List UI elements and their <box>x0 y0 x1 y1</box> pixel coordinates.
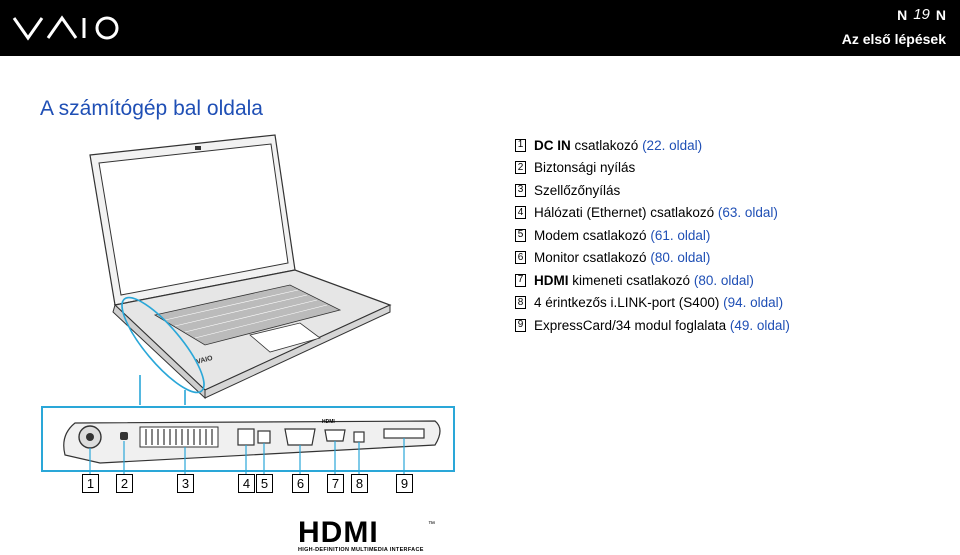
vaio-logo <box>12 15 119 41</box>
legend-item: 1 DC IN csatlakozó (22. oldal) <box>515 134 790 157</box>
legend-item: 8 4 érintkezős i.LINK-port (S400) (94. ol… <box>515 292 790 315</box>
svg-text:HDMI: HDMI <box>298 518 379 546</box>
legend-page-link[interactable]: (80. oldal) <box>650 250 711 266</box>
modem-port <box>257 430 271 444</box>
hdmi-logo: HDMI ™ <box>298 518 435 546</box>
arrow-left-icon[interactable]: N <box>897 6 908 23</box>
hdmi-port-label: HDMI <box>322 419 335 425</box>
legend-label: csatlakozó <box>570 137 639 153</box>
monitor-port <box>284 428 316 446</box>
legend-label: Modem csatlakozó <box>534 227 647 243</box>
callout-6: 6 <box>292 474 309 493</box>
callout-7: 7 <box>327 474 344 493</box>
legend-page-link[interactable]: (63. oldal) <box>717 205 778 221</box>
expresscard-slot <box>383 428 425 439</box>
hdmi-subtitle: HIGH-DEFINITION MULTIMEDIA INTERFACE <box>298 547 424 553</box>
legend-item: 2 Biztonsági nyílás <box>515 157 790 180</box>
legend-item: 4 Hálózati (Ethernet) csatlakozó (63. old… <box>515 202 790 225</box>
legend-page-link[interactable]: (61. oldal) <box>650 227 711 243</box>
legend-item: 5 Modem csatlakozó (61. oldal) <box>515 224 790 247</box>
page-title: A számítógép bal oldala <box>40 97 263 120</box>
ethernet-port <box>237 428 255 446</box>
legend-number: 1 <box>515 138 526 152</box>
legend-bold-label: HDMI <box>534 272 569 288</box>
callout-1: 1 <box>82 474 99 493</box>
callout-5: 5 <box>256 474 273 493</box>
arrow-right-icon[interactable]: N <box>935 6 946 23</box>
ilink-port <box>353 431 365 443</box>
callout-3: 3 <box>177 474 194 493</box>
legend-number: 8 <box>515 296 526 310</box>
side-view-illustration: HDMI <box>41 406 455 474</box>
legend-page-link[interactable]: (94. oldal) <box>723 295 784 311</box>
page-header: N 19 N Az első lépések <box>0 0 960 56</box>
page-number: 19 <box>913 6 930 23</box>
svg-text:VAIO: VAIO <box>196 355 214 366</box>
callout-2: 2 <box>116 474 133 493</box>
callout-9: 9 <box>396 474 413 493</box>
legend-list: 1 DC IN csatlakozó (22. oldal) 2 Biztonsági… <box>515 134 790 337</box>
section-title: Az első lépések <box>841 31 946 47</box>
legend-number: 4 <box>515 206 526 220</box>
legend-label: Biztonsági nyílás <box>534 160 636 176</box>
legend-number: 6 <box>515 251 526 265</box>
legend-bold-label: DC IN <box>534 137 571 153</box>
callout-8: 8 <box>351 474 368 493</box>
legend-item: 3 Szellőzőnyílás <box>515 179 790 202</box>
svg-text:™: ™ <box>428 521 435 528</box>
legend-number: 2 <box>515 161 526 175</box>
legend-page-link[interactable]: (49. oldal) <box>729 317 790 333</box>
vent <box>139 426 219 448</box>
legend-page-link[interactable]: (80. oldal) <box>693 272 754 288</box>
callout-4: 4 <box>238 474 255 493</box>
hdmi-port <box>324 429 346 442</box>
legend-label: Monitor csatlakozó <box>534 250 647 266</box>
page-nav: N 19 N <box>897 6 946 23</box>
legend-page-link[interactable]: (22. oldal) <box>642 137 703 153</box>
legend-number: 3 <box>515 183 526 197</box>
callout-numbers: 1 2 3 4 5 6 7 8 9 <box>0 474 960 498</box>
security-slot <box>120 432 128 440</box>
legend-label: Szellőzőnyílás <box>534 182 621 198</box>
legend-label: kimeneti csatlakozó <box>568 272 691 288</box>
legend-number: 9 <box>515 318 526 332</box>
legend-number: 5 <box>515 228 526 242</box>
legend-item: 7 HDMI kimeneti csatlakozó (80. oldal) <box>515 269 790 292</box>
legend-item: 9 ExpressCard/34 modul foglalata (49. old… <box>515 314 790 337</box>
legend-label: Hálózati (Ethernet) csatlakozó <box>534 205 715 221</box>
legend-item: 6 Monitor csatlakozó (80. oldal) <box>515 247 790 270</box>
laptop-illustration: VAIO <box>89 134 392 405</box>
legend-label: ExpressCard/34 modul foglalata <box>534 317 727 333</box>
legend-number: 7 <box>515 273 526 287</box>
legend-label: 4 érintkezős i.LINK-port (S400) <box>534 295 720 311</box>
